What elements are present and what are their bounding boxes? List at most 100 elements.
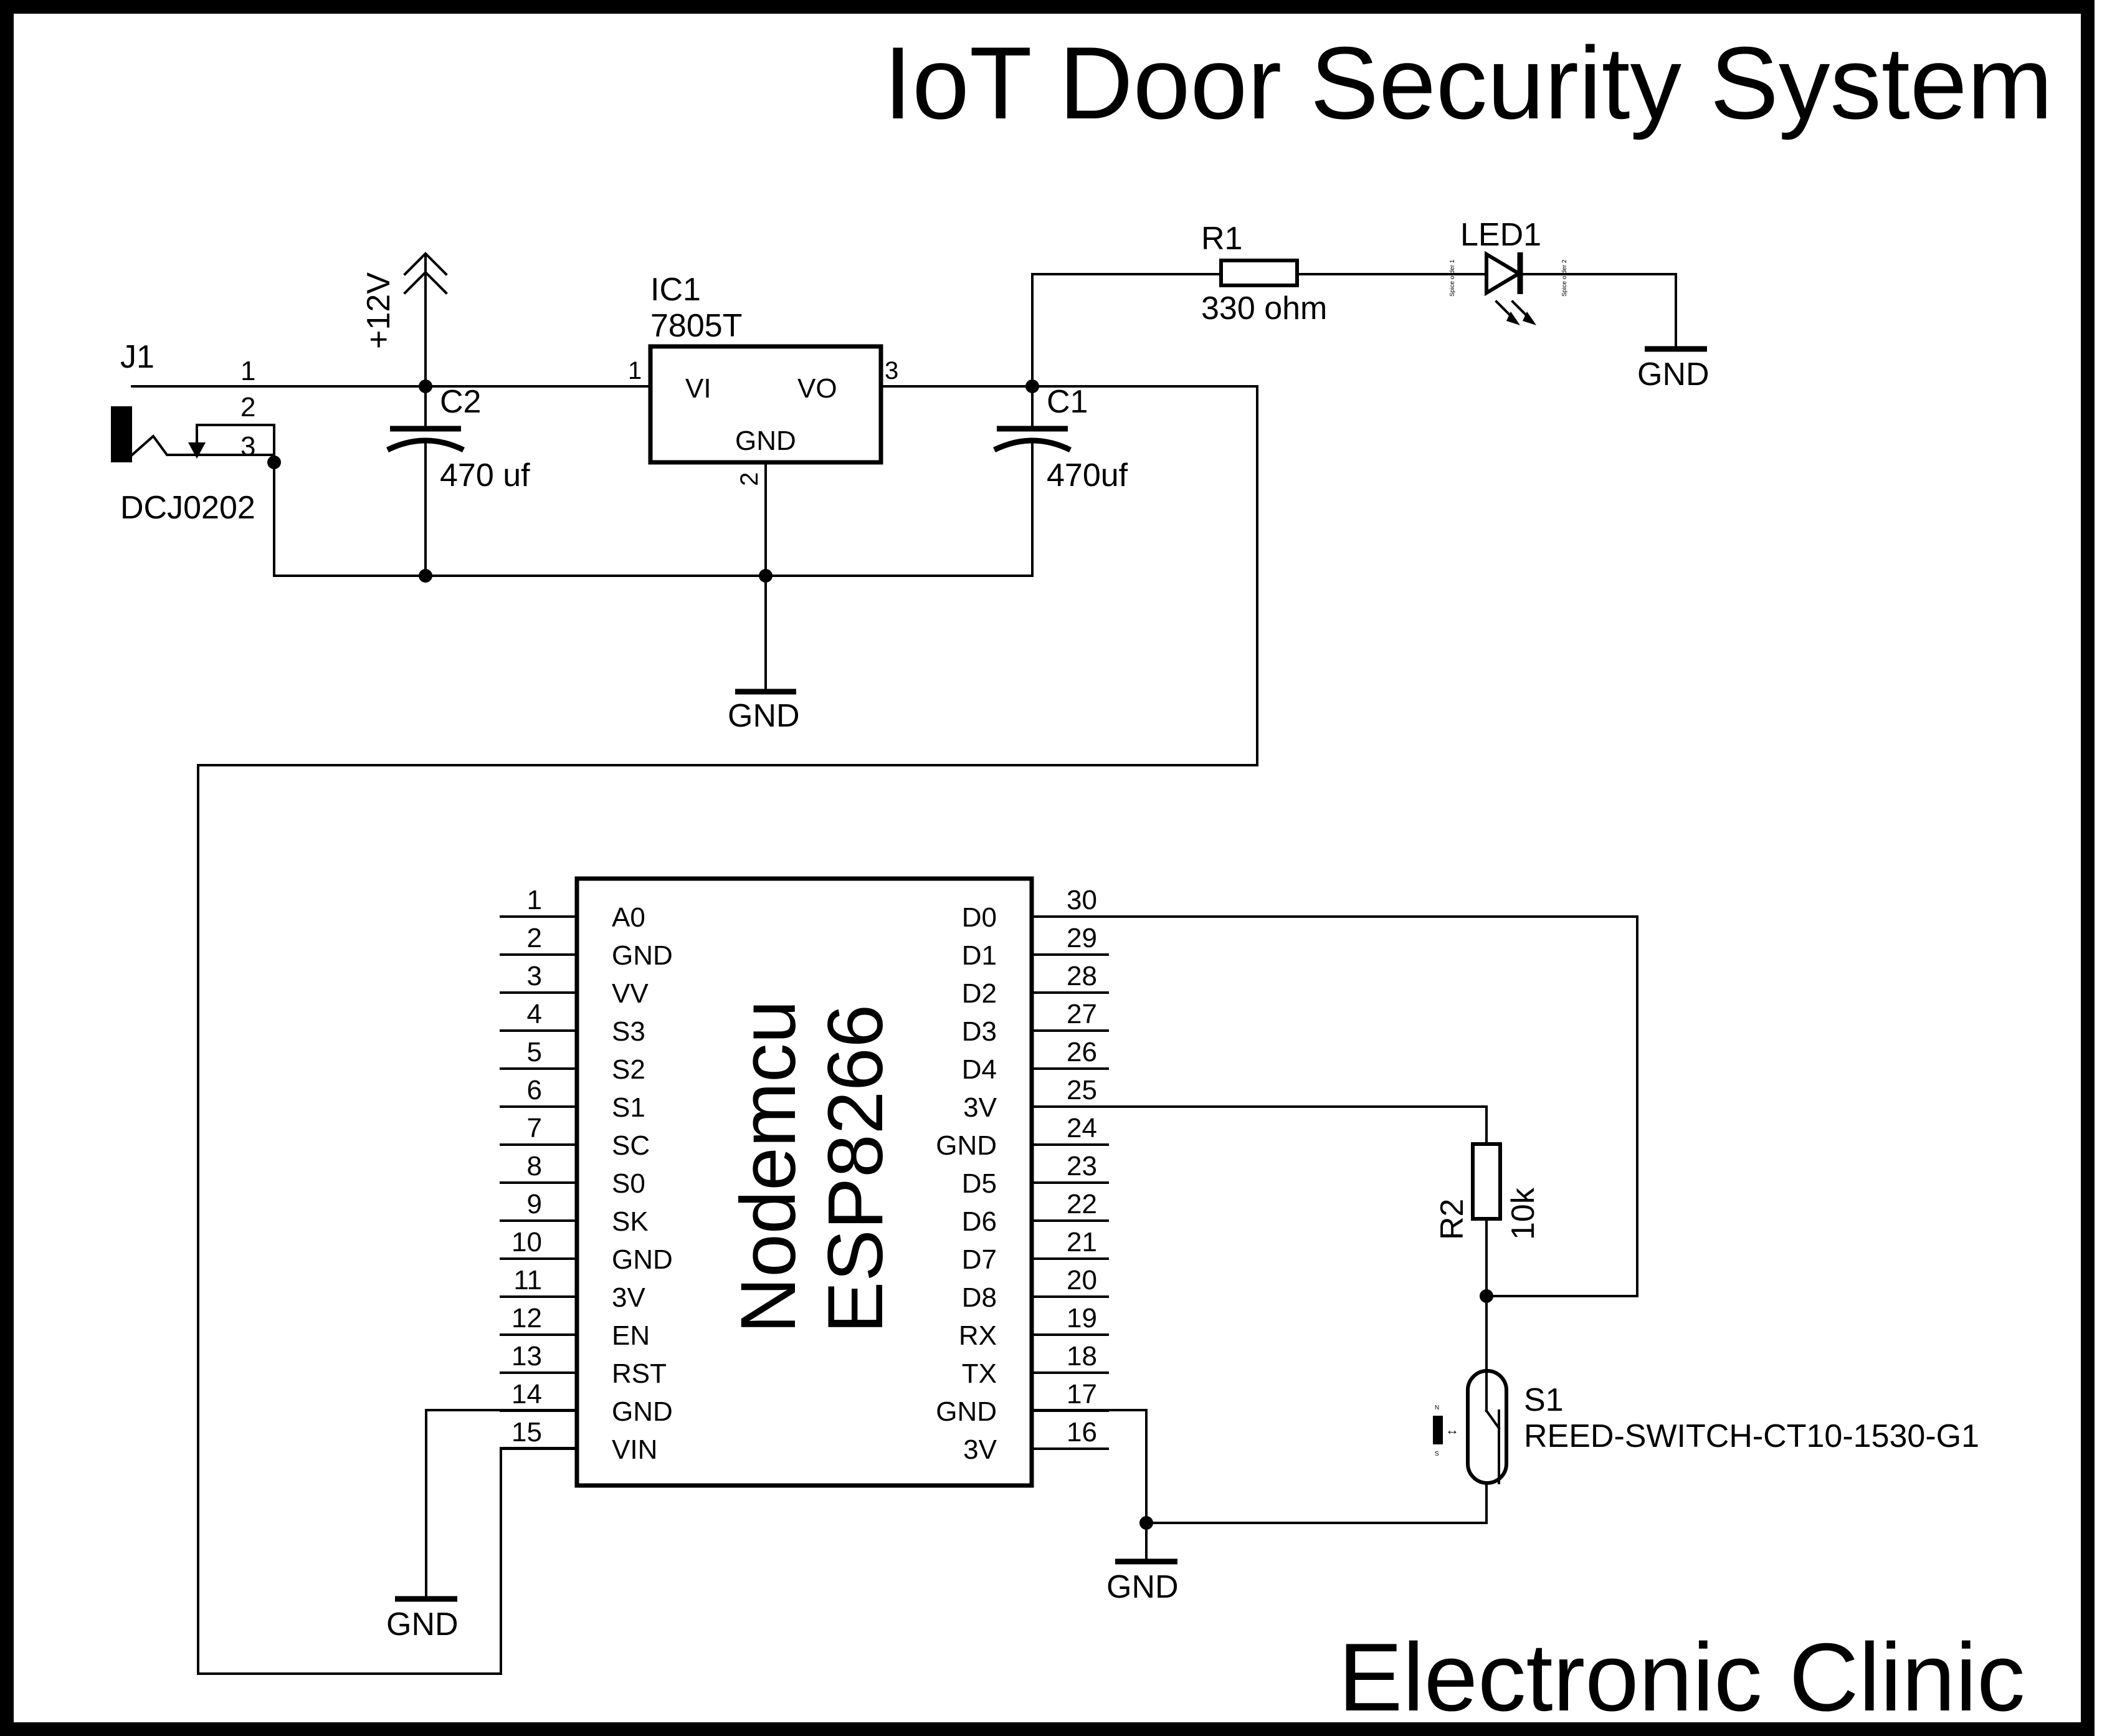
ic1-pin-gnd: 2	[736, 472, 763, 486]
r1-ref: R1	[1201, 221, 1242, 257]
diagram-title: IoT Door Security System	[883, 26, 2053, 140]
nodemcu-pin-left-8: 8S0	[500, 1151, 645, 1199]
nodemcu-pin-left-1: 1A0	[500, 885, 645, 933]
reed-switch-s1: N S ↔ S1 REED-SWITCH-CT10-1530-G1	[1145, 1369, 1979, 1524]
c2-value: 470 uf	[440, 457, 530, 494]
pin-number: 22	[1067, 1189, 1097, 1219]
ic1-value: 7805T	[650, 308, 742, 344]
c1-ref: C1	[1047, 384, 1088, 420]
pin-name: D8	[962, 1282, 997, 1313]
led1-pin2-note: Spice order 2	[1561, 259, 1568, 297]
gnd-label-led: GND	[1637, 356, 1710, 393]
pin-name: D2	[962, 978, 997, 1009]
c1-value: 470uf	[1047, 457, 1128, 494]
jack-body	[111, 406, 132, 462]
wire-d0-sense	[1030, 915, 1638, 1297]
pin-name: 3V	[963, 1434, 997, 1465]
pin-number: 14	[511, 1379, 542, 1409]
pin-name: A0	[612, 902, 645, 933]
pin-number: 30	[1067, 885, 1097, 915]
pin-number: 28	[1067, 961, 1097, 991]
junction-gnd-mid	[759, 569, 773, 583]
pin-name: RST	[612, 1358, 667, 1389]
pin-number: 26	[1067, 1037, 1097, 1067]
wire-led-feed	[1031, 273, 1222, 388]
pin-number: 1	[527, 885, 542, 915]
nodemcu-pin-left-3: 3VV	[500, 961, 649, 1009]
pin-name: EN	[612, 1320, 650, 1351]
pin-number: 17	[1067, 1379, 1097, 1409]
r2-value: 10k	[1505, 1187, 1541, 1240]
regulator-ic1: IC1 7805T VI VO GND 1 3 2 GND	[628, 272, 898, 734]
pin-name: TX	[962, 1358, 997, 1389]
junction-gnd-reed	[1139, 1516, 1153, 1530]
dc-jack-j1: J1 1 2 3 DCJ0202	[111, 339, 275, 526]
nodemcu-name-line1: Nodemcu	[725, 1000, 812, 1333]
pin-name: GND	[936, 1130, 997, 1161]
pin-number: 11	[513, 1265, 542, 1295]
pin-name: S0	[612, 1168, 645, 1199]
capacitor-c2: C2 470 uf	[386, 384, 530, 577]
j1-pin2: 2	[240, 392, 255, 422]
pin-number: 25	[1067, 1075, 1097, 1105]
pin-number: 12	[511, 1303, 542, 1333]
pin-number: 9	[527, 1189, 542, 1219]
pin-number: 10	[511, 1227, 542, 1257]
junction-jack-pin3	[267, 455, 281, 469]
pin-number: 27	[1067, 999, 1097, 1029]
pin-number: 16	[1067, 1417, 1097, 1447]
nodemcu-pin-left-4: 4S3	[500, 999, 645, 1047]
pin-name: 3V	[612, 1282, 645, 1313]
pin-name: S1	[612, 1092, 645, 1123]
pin-number: 19	[1067, 1303, 1097, 1333]
pin-name: D6	[962, 1206, 997, 1237]
pin-number: 20	[1067, 1265, 1097, 1295]
junction-reed-node	[1480, 1289, 1493, 1303]
junction-c1-top	[1025, 379, 1039, 393]
pin-number: 29	[1067, 923, 1097, 953]
j1-ref: J1	[120, 339, 155, 375]
nodemcu-left-pins: 1A02GND3VV4S35S26S17SC8S09SK10GND113V12E…	[500, 885, 673, 1465]
led1-pin1-note: Spice order 1	[1449, 259, 1456, 297]
gnd-label-reed: GND	[1106, 1569, 1179, 1605]
pin-number: 5	[527, 1037, 542, 1067]
pin-number: 15	[511, 1417, 542, 1447]
jack-pin2-wire	[196, 424, 275, 464]
pin-number: 21	[1067, 1227, 1097, 1257]
pin-number: 23	[1067, 1151, 1097, 1181]
pin-number: 3	[527, 961, 542, 991]
reed-magnet-icon	[1433, 1416, 1443, 1444]
gnd-label-nodemcu: GND	[386, 1606, 459, 1643]
reed-s: S	[1435, 1451, 1439, 1457]
pin-name: GND	[936, 1396, 997, 1427]
pin-name: GND	[612, 1396, 673, 1427]
pin-name: D7	[962, 1244, 997, 1275]
s1-value: REED-SWITCH-CT10-1530-G1	[1524, 1418, 1979, 1454]
junction-c2-bottom	[419, 569, 432, 583]
pin-number: 13	[511, 1341, 542, 1371]
pin-name: D4	[962, 1054, 997, 1085]
supply-12v-label: +12V	[361, 272, 397, 349]
led-led1: LED1 Spice order 1 Spice order 2 GND	[1449, 217, 1710, 393]
ic1-vi: VI	[685, 373, 711, 404]
junction-c2-top	[419, 379, 432, 393]
nodemcu-pin-left-5: 5S2	[500, 1037, 645, 1085]
nodemcu-pin-left-6: 6S1	[500, 1075, 645, 1123]
wire-gnd-pin17	[1030, 1409, 1148, 1563]
ic1-ref: IC1	[650, 272, 701, 308]
nodemcu-pin-right-16: 16 3V	[963, 1417, 1109, 1465]
